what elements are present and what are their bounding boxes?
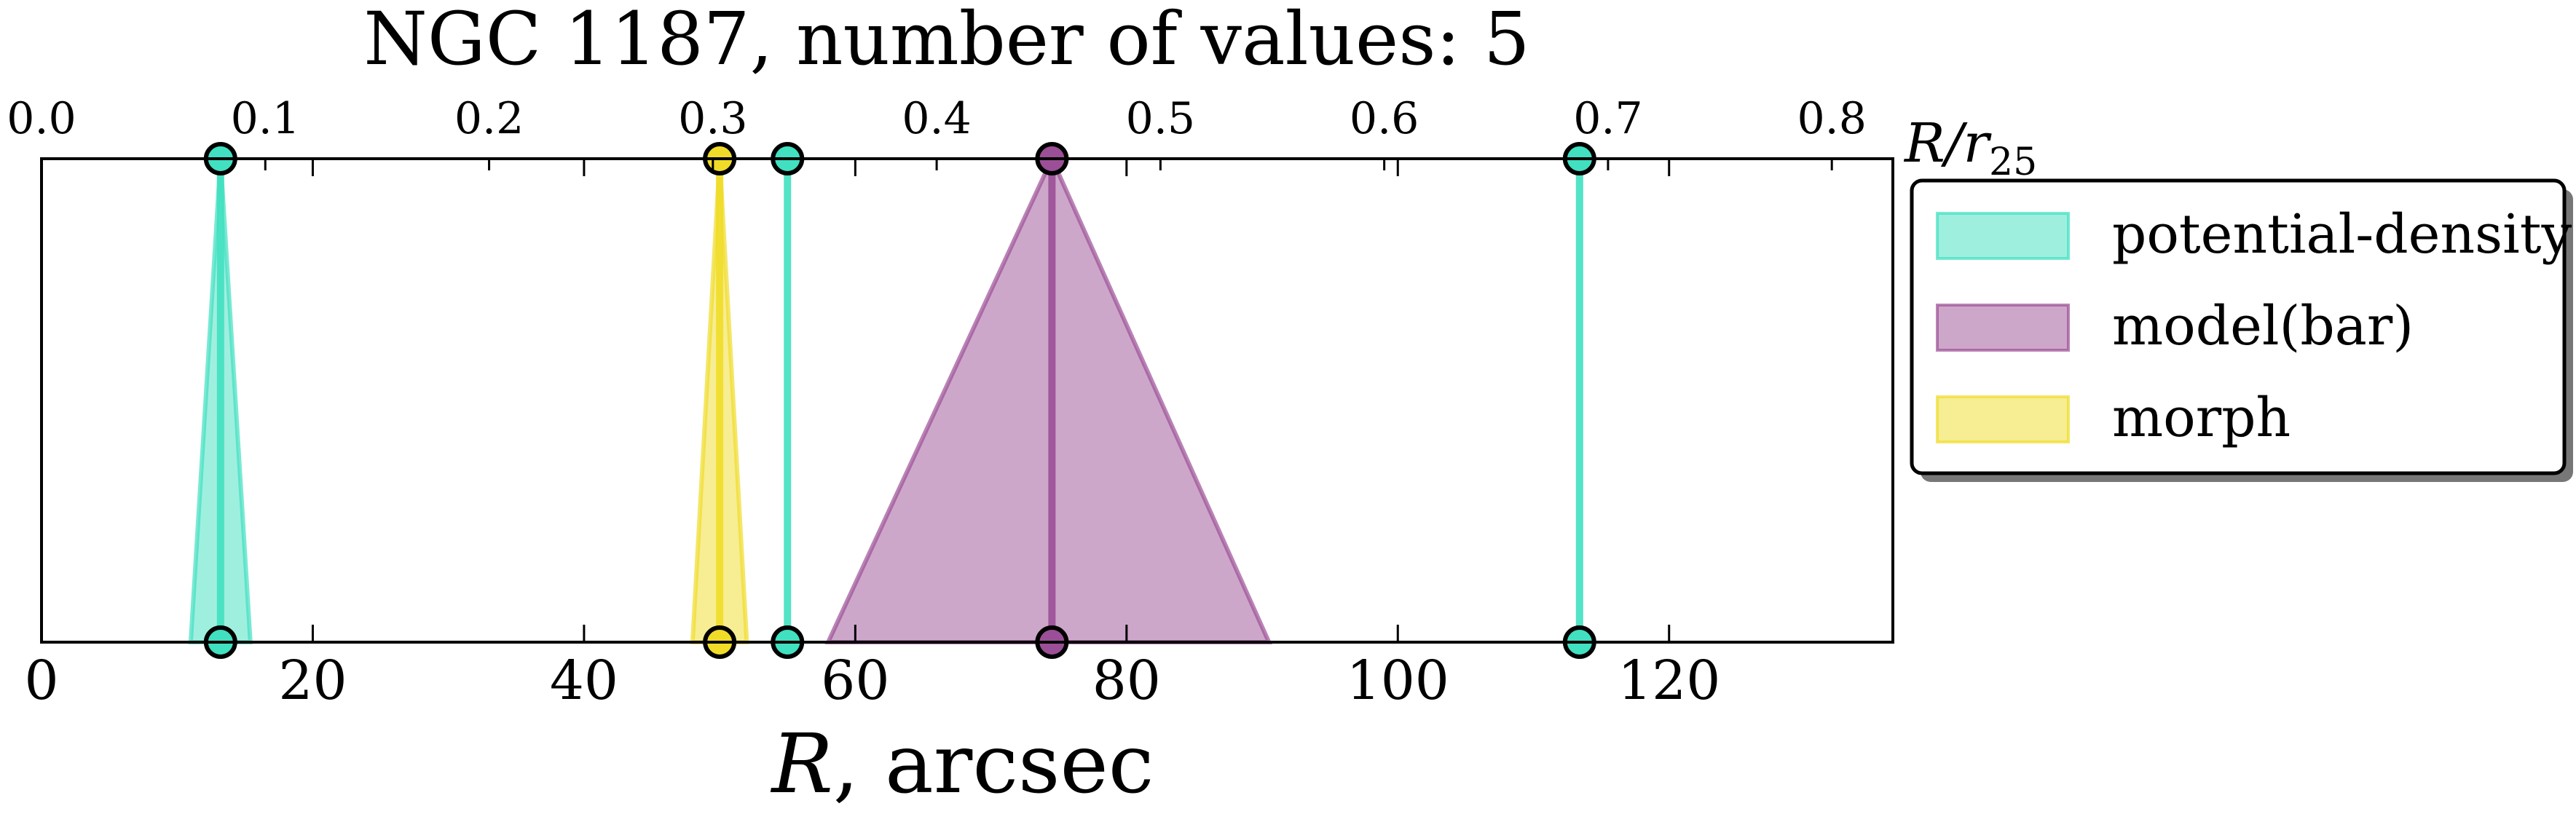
top-tick-label-8: 0.8 <box>1797 93 1866 144</box>
top-tick-label-5: 0.5 <box>1126 93 1195 144</box>
legend-swatch-potential-density <box>1936 212 2070 260</box>
x-tick-label-120: 120 <box>1618 649 1720 712</box>
x-tick-label-0: 0 <box>24 649 58 712</box>
top-tick-label-1: 0.1 <box>231 93 300 144</box>
plot-marks <box>188 142 1596 659</box>
top-tick-label-4: 0.4 <box>902 93 971 144</box>
x-tick-label-80: 80 <box>1092 649 1161 712</box>
top-tick-label-2: 0.2 <box>454 93 524 144</box>
top-tick-label-6: 0.6 <box>1350 93 1419 144</box>
top-axis-label: R/r25 <box>1903 112 2037 184</box>
top-tick-label-0: 0.0 <box>7 93 76 144</box>
legend: potential-density model(bar) morph <box>1910 178 2573 482</box>
x-tick-label-40: 40 <box>550 649 618 712</box>
legend-label-model-bar: model(bar) <box>2112 295 2414 357</box>
chart-title: NGC 1187, number of values: 5 <box>363 0 1529 82</box>
legend-label-morph: morph <box>2112 387 2291 449</box>
legend-label-potential-density: potential-density <box>2112 203 2572 266</box>
x-tick-label-100: 100 <box>1347 649 1449 712</box>
x-axis-label-rest: , arcsec <box>833 717 1154 812</box>
x-axis-label: R, arcsec <box>770 717 1154 812</box>
top-axis-label-main: R/r <box>1903 112 1993 175</box>
x-tick-label-60: 60 <box>821 649 889 712</box>
legend-box <box>1910 178 2567 475</box>
legend-swatch-model-bar <box>1936 304 2070 352</box>
x-axis-label-main: R <box>770 717 832 812</box>
top-axis-label-sub: 25 <box>1989 141 2037 184</box>
top-tick-label-7: 0.7 <box>1573 93 1642 144</box>
top-axis: 0.0 0.1 0.2 0.3 0.4 0.5 0.6 0.7 0.8 <box>7 93 1867 170</box>
top-tick-label-3: 0.3 <box>678 93 747 144</box>
legend-swatch-morph <box>1936 395 2070 443</box>
plot-frame <box>40 157 1894 644</box>
bottom-axis: 0 20 40 60 80 100 120 <box>24 159 1720 712</box>
x-tick-label-20: 20 <box>278 649 347 712</box>
